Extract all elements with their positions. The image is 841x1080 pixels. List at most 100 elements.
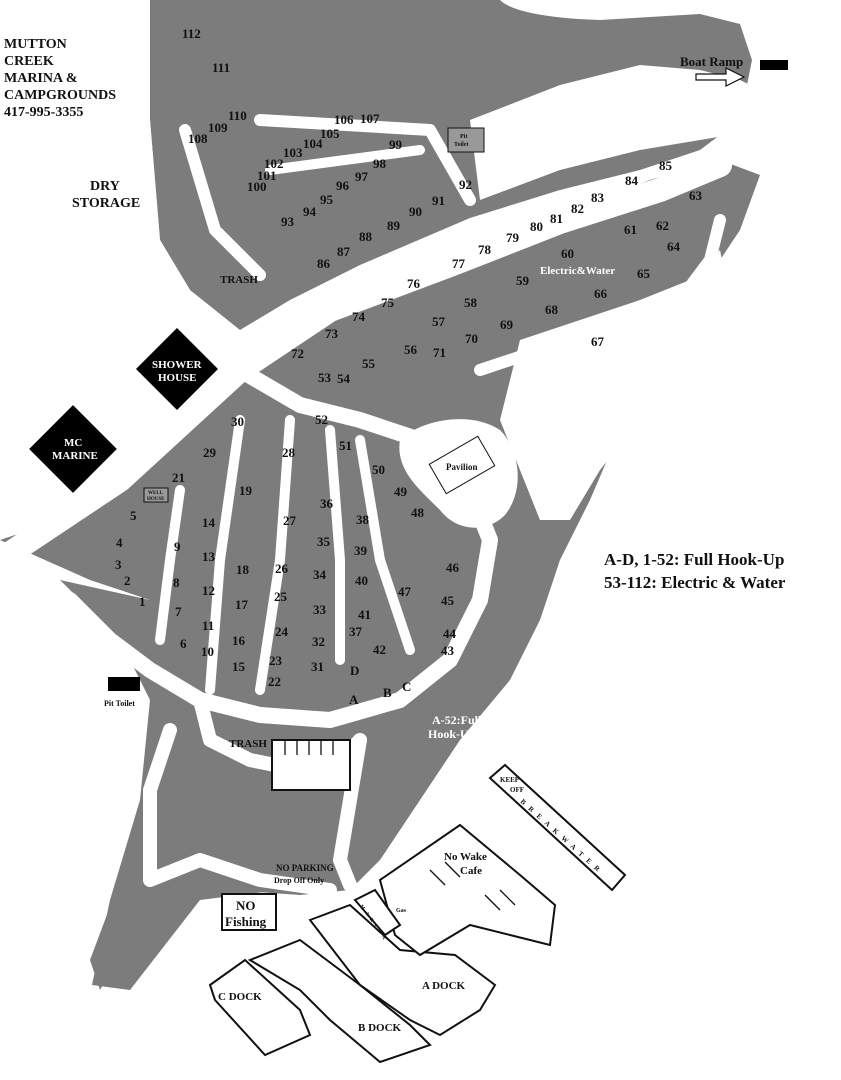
campsite-23: 23	[269, 653, 283, 668]
pit-toilet-top-marker	[447, 127, 485, 153]
campsite-9: 9	[174, 539, 181, 554]
campsite-105: 105	[320, 126, 340, 141]
campsite-87: 87	[337, 244, 351, 259]
campsite-78: 78	[478, 242, 492, 257]
campsite-37: 37	[349, 624, 363, 639]
campsite-36: 36	[320, 496, 334, 511]
campsite-50: 50	[372, 462, 385, 477]
a-dock	[308, 903, 497, 1037]
campsite-84: 84	[625, 173, 639, 188]
c-dock-label: C DOCK	[218, 991, 262, 1003]
campsite-64: 64	[667, 239, 681, 254]
launch-dock	[271, 739, 351, 791]
campsite-86: 86	[317, 256, 331, 271]
pit-toilet-top-label-1: Pit	[460, 134, 467, 140]
campsite-80: 80	[530, 219, 543, 234]
campsite-31: 31	[311, 659, 324, 674]
pavilion-label: Pavilion	[446, 462, 478, 472]
campsite-53: 53	[318, 370, 332, 385]
campsite-24: 24	[275, 624, 289, 639]
keep-off-label-1: KEEP	[500, 776, 520, 784]
campsite-27: 27	[283, 513, 297, 528]
pavilion-marker	[428, 435, 496, 495]
boat-ramp-arrow	[695, 67, 746, 87]
campsite-69: 69	[500, 317, 514, 332]
title-line-1: MUTTON	[4, 37, 67, 52]
campsite-75: 75	[381, 295, 395, 310]
campsite-6: 6	[180, 636, 187, 651]
docks	[208, 739, 627, 1064]
campsite-106: 106	[334, 112, 354, 127]
campsite-39: 39	[354, 543, 368, 558]
campsite-79: 79	[506, 230, 520, 245]
campsite-67: 67	[591, 334, 605, 349]
campsite-b: B	[383, 685, 392, 700]
campsite-14: 14	[202, 515, 216, 530]
campsite-33: 33	[313, 602, 327, 617]
campsite-102: 102	[264, 156, 284, 171]
campsite-29: 29	[203, 445, 217, 460]
campsite-112: 112	[182, 26, 201, 41]
campsite-55: 55	[362, 356, 376, 371]
title-line-2: CREEK	[4, 54, 54, 69]
campsite-85: 85	[659, 158, 673, 173]
pit-toilet-top-label-2: Toilet	[454, 142, 468, 148]
map-title: MUTTON CREEK MARINA & CAMPGROUNDS 417-99…	[4, 36, 116, 121]
campsite-52: 52	[315, 412, 328, 427]
campsite-65: 65	[637, 266, 651, 281]
campsite-88: 88	[359, 229, 373, 244]
campsite-60: 60	[561, 246, 574, 261]
title-line-4: CAMPGROUNDS	[4, 88, 116, 103]
no-parking-label-2: Drop Off Only	[274, 876, 324, 885]
hookup-legend: A-D, 1-52: Full Hook-Up 53-112: Electric…	[604, 548, 785, 594]
boat-ramp-marker	[760, 60, 788, 70]
gas-label: Gas	[396, 908, 407, 914]
campsite-68: 68	[545, 302, 559, 317]
campsite-97: 97	[355, 169, 369, 184]
campsite-51: 51	[339, 438, 352, 453]
campsite-98: 98	[373, 156, 387, 171]
mc-marine-label-2: MARINE	[52, 450, 98, 462]
mc-marine-label-1: MC	[64, 437, 82, 449]
water-south-east	[360, 560, 841, 1080]
pit-toilet-bottom-marker	[108, 677, 140, 691]
no-fishing-label-1: NO	[236, 898, 256, 913]
campsite-21: 21	[172, 470, 185, 485]
campsite-94: 94	[303, 204, 317, 219]
campsite-74: 74	[352, 309, 366, 324]
electric-water-label: Electric&Water	[540, 265, 615, 277]
b-dock	[247, 938, 432, 1064]
campsite-100: 100	[247, 179, 267, 194]
campsite-38: 38	[356, 512, 370, 527]
well-house-label-1: WELL	[148, 491, 164, 496]
cafe-dock	[378, 823, 557, 957]
campsite-a: A	[349, 692, 359, 707]
campsite-3: 3	[115, 557, 122, 572]
keep-off-label-2: OFF	[510, 786, 524, 794]
no-fishing-sign	[221, 893, 277, 931]
campsite-8: 8	[173, 575, 180, 590]
a-dock-label: A DOCK	[422, 980, 466, 992]
campsite-92: 92	[459, 177, 472, 192]
campsite-71: 71	[433, 345, 446, 360]
lake-cove-south-east	[500, 250, 730, 520]
campsite-83: 83	[591, 190, 605, 205]
b-dock-label: B DOCK	[358, 1022, 402, 1034]
campsite-96: 96	[336, 178, 350, 193]
trash-label-bottom: TRASH	[229, 738, 267, 750]
campsite-13: 13	[202, 549, 216, 564]
campsite-107: 107	[360, 111, 380, 126]
shower-house-label-1: SHOWER	[152, 359, 203, 371]
campsite-15: 15	[232, 659, 246, 674]
campsite-10: 10	[201, 644, 214, 659]
campsite-19: 19	[239, 483, 253, 498]
campsite-17: 17	[235, 597, 249, 612]
campsite-26: 26	[275, 561, 289, 576]
campsite-34: 34	[313, 567, 327, 582]
campsite-63: 63	[689, 188, 703, 203]
campsite-40: 40	[355, 573, 368, 588]
no-parking-label-1: NO PARKING	[276, 863, 334, 873]
c-dock	[208, 958, 312, 1057]
campsite-44: 44	[443, 626, 457, 641]
